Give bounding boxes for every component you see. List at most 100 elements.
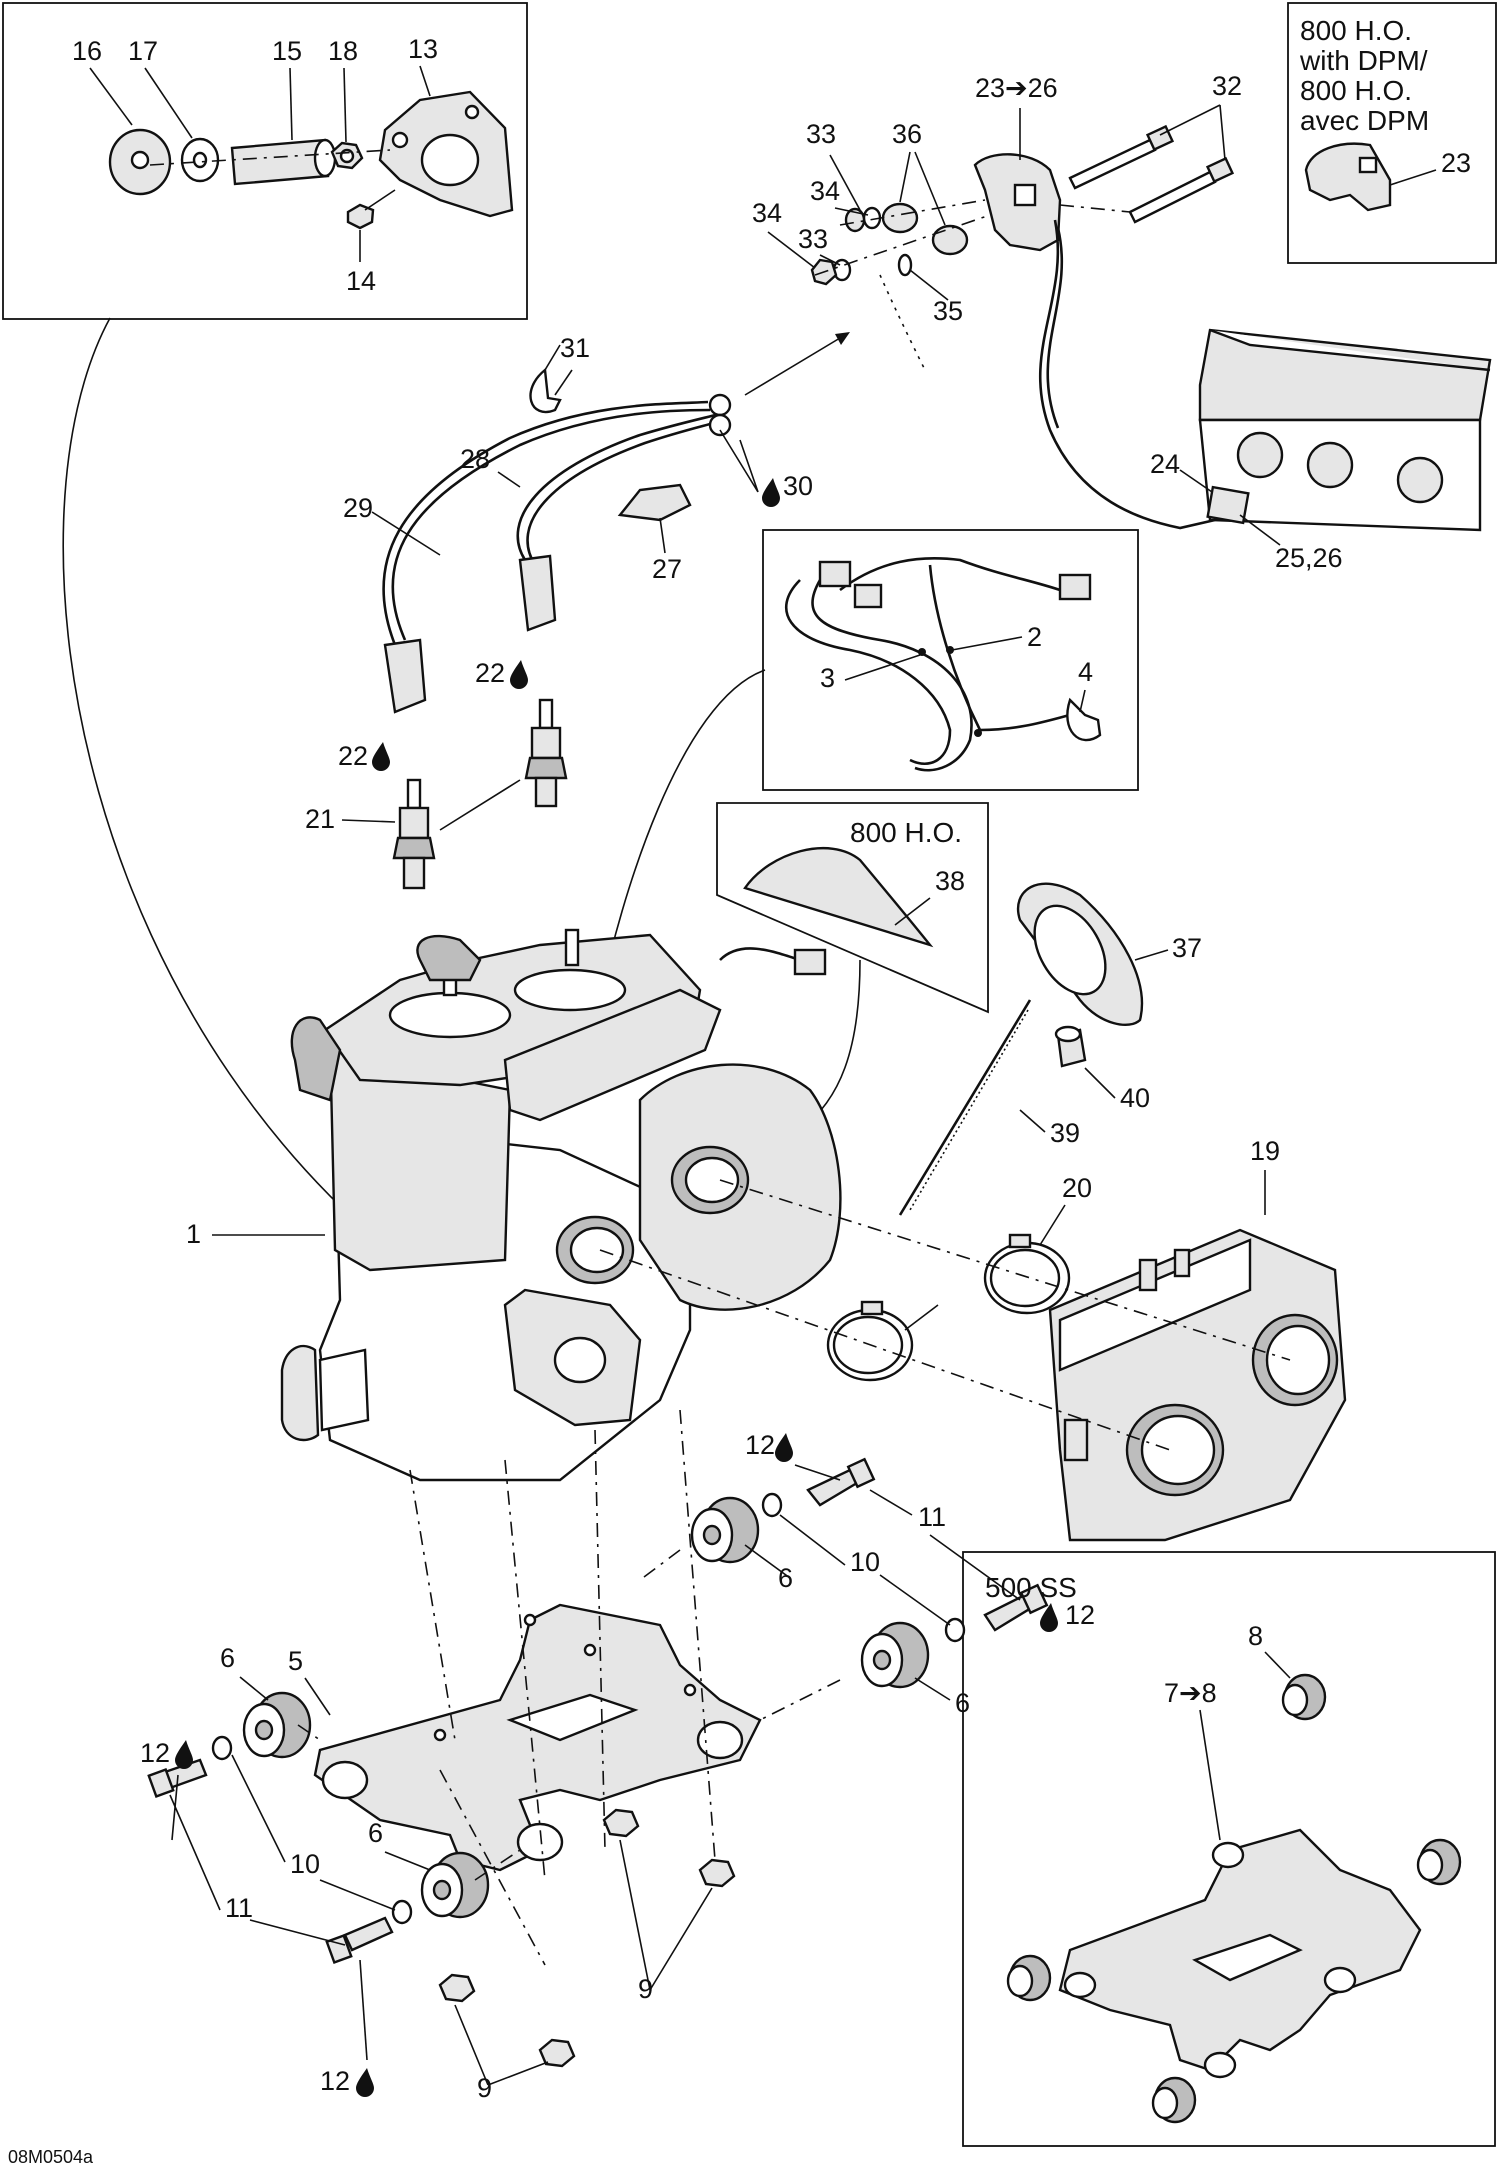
part-7-8-ss-engine-mount bbox=[1058, 1828, 1422, 2079]
callout-3: 3 bbox=[820, 663, 835, 693]
callout-35: 35 bbox=[933, 296, 963, 326]
callout-24: 24 bbox=[1150, 449, 1180, 479]
inset-frame-500ss bbox=[962, 1551, 1496, 2147]
callout-22-left: 22 bbox=[338, 741, 368, 771]
callout-23: 23 bbox=[1441, 148, 1471, 178]
part-23-26-dpm-module bbox=[973, 153, 1062, 252]
part-19-carburetors bbox=[1048, 1228, 1347, 1542]
part-22-plug-boots bbox=[383, 554, 557, 714]
part-20-clamps bbox=[826, 1233, 1071, 1382]
dpm-box-line-4: avec DPM bbox=[1300, 105, 1429, 136]
callout-39: 39 bbox=[1050, 1118, 1080, 1148]
callout-9-lower: 9 bbox=[477, 2073, 492, 2103]
part-16-cap bbox=[108, 128, 172, 196]
callout-28: 28 bbox=[460, 444, 490, 474]
part-28-29-spark-plug-cables bbox=[382, 393, 732, 646]
callout-37: 37 bbox=[1172, 933, 1202, 963]
callout-10-upper: 10 bbox=[850, 1547, 880, 1577]
callout-32: 32 bbox=[1212, 71, 1242, 101]
threadlocker-drop-12-lower bbox=[356, 2068, 374, 2097]
callout-5: 5 bbox=[288, 1646, 303, 1676]
callout-2: 2 bbox=[1027, 622, 1042, 652]
callout-40: 40 bbox=[1120, 1083, 1150, 1113]
callout-10-left: 10 bbox=[290, 1849, 320, 1879]
inset-frame-wiring-harness bbox=[762, 529, 1139, 791]
callout-1: 1 bbox=[186, 1219, 201, 1249]
part-18-nut bbox=[330, 141, 364, 170]
callout-33-mid: 33 bbox=[798, 224, 828, 254]
part-21-spark-plug-left bbox=[392, 778, 436, 890]
part-39-dipstick bbox=[898, 999, 1032, 1216]
part-14-bolt bbox=[346, 189, 396, 230]
callout-33-top: 33 bbox=[806, 119, 836, 149]
part-38-cover bbox=[743, 846, 934, 948]
callout-38: 38 bbox=[935, 866, 965, 896]
part-11-12-bolts bbox=[147, 1457, 1049, 1964]
callout-29: 29 bbox=[343, 493, 373, 523]
callout-4: 4 bbox=[1078, 657, 1093, 687]
callout-27: 27 bbox=[652, 554, 682, 584]
drawing-code: 08M0504a bbox=[8, 2147, 94, 2167]
part-24-connector bbox=[1206, 485, 1250, 525]
threadlocker-drop-22-right bbox=[510, 660, 528, 689]
ss-box-title: 500 SS bbox=[985, 1572, 1077, 1603]
callout-8-ss: 8 bbox=[1248, 1621, 1263, 1651]
callout-12-left: 12 bbox=[140, 1738, 170, 1768]
callout-23-26: 23➔26 bbox=[975, 73, 1058, 103]
inset-frame-800ho-cover bbox=[716, 802, 989, 1014]
callout-31: 31 bbox=[560, 333, 590, 363]
threadlocker-drop-22-left bbox=[372, 742, 390, 771]
part-6-rubber-mount-right bbox=[860, 1621, 930, 1689]
callout-36: 36 bbox=[892, 119, 922, 149]
part-17-washer bbox=[180, 137, 220, 183]
dpm-wire bbox=[1038, 219, 1216, 530]
callout-13: 13 bbox=[408, 34, 438, 64]
part-6-rubber-mount-left bbox=[242, 1691, 312, 1759]
part-2-3-wiring-harness bbox=[784, 557, 1102, 772]
callout-9-right: 9 bbox=[638, 1974, 653, 2004]
inset-frame-rotary-valve-cover bbox=[2, 2, 528, 320]
callout-18: 18 bbox=[328, 36, 358, 66]
callout-21: 21 bbox=[305, 804, 335, 834]
inset-link-line bbox=[62, 317, 471, 1311]
inset-frame-dpm bbox=[1287, 2, 1497, 264]
threadlocker-drop-30 bbox=[762, 478, 780, 507]
callout-25-26: 25,26 bbox=[1275, 543, 1343, 573]
part-21-spark-plug-right bbox=[524, 698, 568, 808]
callout-11-upper: 11 bbox=[918, 1502, 946, 1532]
callout-6-right: 6 bbox=[955, 1688, 970, 1718]
dpm-box-line-3: 800 H.O. bbox=[1300, 75, 1412, 106]
part-1-engine bbox=[280, 928, 842, 1482]
part-15-sleeve bbox=[230, 138, 337, 186]
airbox-reference bbox=[1198, 328, 1492, 532]
callout-20: 20 bbox=[1062, 1173, 1092, 1203]
callout-17: 17 bbox=[128, 36, 158, 66]
callout-7-8-ss: 7➔8 bbox=[1164, 1678, 1217, 1708]
dpm-box-line-2: with DPM/ bbox=[1299, 45, 1428, 76]
part-40-grommet bbox=[1054, 1025, 1087, 1068]
part-6-rubber-mount-upper bbox=[690, 1496, 760, 1564]
part-9-nuts bbox=[438, 1808, 736, 2068]
part-32-bolts bbox=[1068, 124, 1235, 224]
part-13-cover-plate bbox=[378, 90, 514, 218]
threadlocker-drop-12-right bbox=[1040, 1603, 1058, 1632]
callout-30: 30 bbox=[783, 471, 813, 501]
callout-14: 14 bbox=[346, 266, 376, 296]
callout-16: 16 bbox=[72, 36, 102, 66]
part-27-clip bbox=[617, 483, 692, 522]
threadlocker-drop-12-upper bbox=[775, 1433, 793, 1462]
part-6-rubber-mount-lower bbox=[420, 1851, 490, 1919]
ho-cover-box-title: 800 H.O. bbox=[850, 817, 962, 848]
threadlocker-drop-12-left bbox=[175, 1740, 193, 1769]
part-23-dpm-cap bbox=[1304, 142, 1392, 212]
callout-11-left: 11 bbox=[225, 1893, 253, 1923]
callout-6-upper: 6 bbox=[778, 1563, 793, 1593]
part-31-tie-strap bbox=[529, 344, 562, 414]
part-37-oil-tank-cap bbox=[1017, 882, 1144, 1027]
part-8-ss-rubber-mounts bbox=[1006, 1673, 1462, 2124]
callout-12-lower: 12 bbox=[320, 2066, 350, 2096]
callout-6-left: 6 bbox=[220, 1643, 235, 1673]
part-10-washers bbox=[211, 1492, 966, 1925]
callout-12-upper: 12 bbox=[745, 1430, 775, 1460]
callout-34-top: 34 bbox=[810, 176, 840, 206]
